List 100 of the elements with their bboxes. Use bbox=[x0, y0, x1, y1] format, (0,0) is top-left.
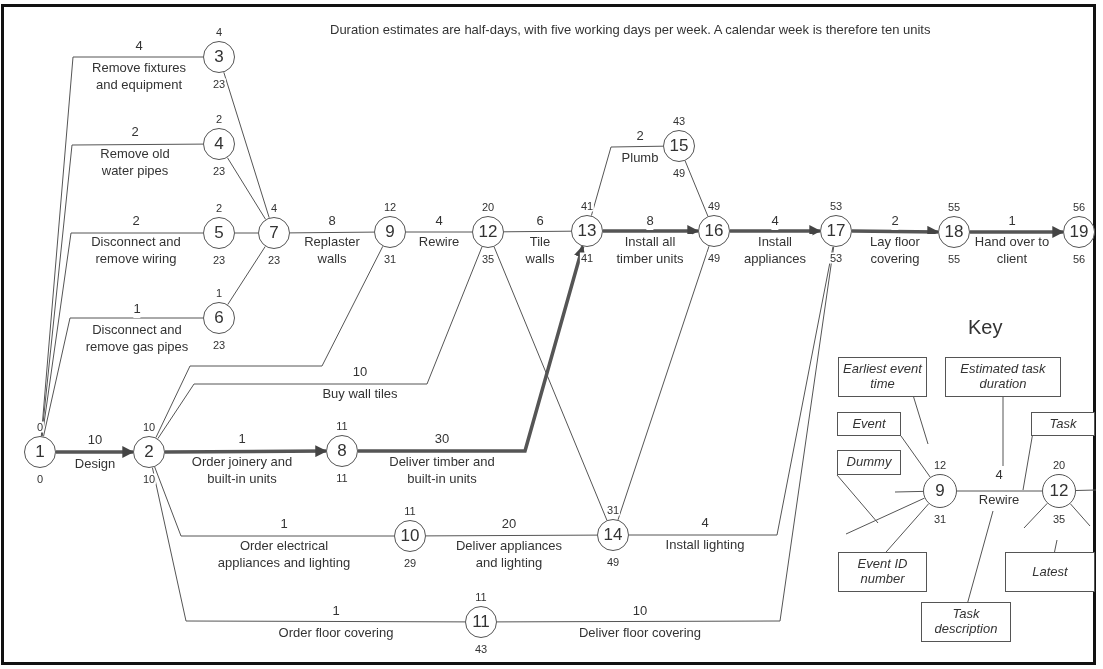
leader-line bbox=[913, 396, 929, 445]
arrow bbox=[730, 225, 822, 237]
latest-time: 23 bbox=[211, 254, 227, 266]
earliest-time: 12 bbox=[932, 459, 948, 471]
callout-box: Event bbox=[837, 412, 901, 436]
earliest-time: 53 bbox=[828, 200, 844, 212]
connector-line bbox=[154, 466, 395, 537]
latest-time: 35 bbox=[480, 253, 496, 265]
earliest-time: 56 bbox=[1071, 201, 1087, 213]
connector-line bbox=[234, 232, 259, 234]
latest-time: 49 bbox=[671, 167, 687, 179]
connector-line bbox=[617, 245, 710, 521]
callout-box: Latest bbox=[1005, 552, 1095, 592]
earliest-time: 2 bbox=[214, 202, 224, 214]
connector-line bbox=[590, 145, 664, 217]
latest-time: 55 bbox=[946, 253, 962, 265]
event-circle: 17 bbox=[820, 215, 852, 247]
latest-time: 23 bbox=[211, 165, 227, 177]
connector-line bbox=[425, 534, 598, 537]
earliest-time: 11 bbox=[403, 505, 417, 517]
task-duration: 1 bbox=[133, 301, 141, 318]
latest-time: 23 bbox=[266, 254, 282, 266]
connector-line bbox=[1023, 502, 1048, 529]
earliest-time: 4 bbox=[214, 26, 224, 38]
earliest-time: 31 bbox=[605, 504, 621, 516]
earliest-time: 11 bbox=[335, 420, 349, 432]
connector-line bbox=[405, 231, 473, 233]
latest-time: 23 bbox=[211, 339, 227, 351]
latest-time: 35 bbox=[1051, 513, 1067, 525]
latest-time: 31 bbox=[932, 513, 948, 525]
event-circle: 9 bbox=[374, 216, 406, 248]
earliest-time: 43 bbox=[671, 115, 687, 127]
connector-line bbox=[43, 317, 204, 437]
connector-line bbox=[155, 245, 384, 439]
latest-time: 10 bbox=[141, 473, 157, 485]
event-circle: 2 bbox=[133, 436, 165, 468]
connector-line bbox=[684, 160, 709, 217]
callout-box: Task description bbox=[921, 602, 1011, 642]
event-circle: 3 bbox=[203, 41, 235, 73]
task-label: Design bbox=[74, 456, 116, 473]
task-label: Deliver floor covering bbox=[578, 625, 702, 642]
connector-line bbox=[1069, 503, 1091, 527]
event-circle: 11 bbox=[465, 606, 497, 638]
task-duration: 4 bbox=[771, 213, 779, 230]
callout-box: Estimated task duration bbox=[945, 357, 1061, 397]
event-circle: 1 bbox=[24, 436, 56, 468]
event-circle: 5 bbox=[203, 217, 235, 249]
event-circle: 4 bbox=[203, 128, 235, 160]
connector-line bbox=[157, 246, 483, 440]
event-circle: 7 bbox=[258, 217, 290, 249]
connector-line bbox=[41, 232, 204, 437]
task-duration: 8 bbox=[646, 213, 654, 230]
earliest-time: 0 bbox=[35, 421, 45, 433]
event-circle: 14 bbox=[597, 519, 629, 551]
event-circle: 6 bbox=[203, 302, 235, 334]
earliest-time: 4 bbox=[269, 202, 279, 214]
leader-line bbox=[836, 474, 879, 524]
latest-time: 49 bbox=[605, 556, 621, 568]
task-duration: 2 bbox=[891, 213, 899, 230]
latest-time: 11 bbox=[335, 472, 349, 484]
leader-line bbox=[1022, 435, 1033, 491]
connector-line bbox=[493, 246, 608, 521]
task-label: Buy wall tiles bbox=[322, 386, 398, 403]
arrow bbox=[56, 446, 135, 458]
leader-line bbox=[900, 435, 931, 478]
earliest-time: 11 bbox=[474, 591, 488, 603]
leader-line bbox=[1054, 539, 1058, 553]
callout-box: Task bbox=[1031, 412, 1095, 436]
connector-line bbox=[845, 497, 925, 535]
event-circle: 12 bbox=[1042, 474, 1076, 508]
task-label: Order floor covering bbox=[278, 625, 394, 642]
arrow bbox=[603, 225, 700, 237]
task-label: Install lighting bbox=[665, 537, 745, 554]
earliest-time: 49 bbox=[706, 200, 722, 212]
earliest-time: 55 bbox=[946, 201, 962, 213]
earliest-time: 41 bbox=[579, 200, 595, 212]
latest-time: 31 bbox=[382, 253, 398, 265]
note-text: Duration estimates are half-days, with five working days per week. A calendar week is therefore ten units bbox=[330, 22, 931, 37]
earliest-time: 20 bbox=[1051, 459, 1067, 471]
earliest-time: 20 bbox=[480, 201, 496, 213]
leader-line bbox=[967, 510, 994, 603]
event-circle: 15 bbox=[663, 130, 695, 162]
event-circle: 18 bbox=[938, 216, 970, 248]
connector-line bbox=[496, 246, 835, 623]
event-circle: 9 bbox=[923, 474, 957, 508]
key-heading: Key bbox=[968, 316, 1003, 339]
callout-box: Dummy bbox=[837, 450, 901, 475]
event-circle: 12 bbox=[472, 216, 504, 248]
leader-line bbox=[885, 503, 930, 553]
connector-line bbox=[227, 245, 266, 306]
earliest-time: 12 bbox=[382, 201, 398, 213]
arrow bbox=[358, 245, 586, 453]
callout-box: Event ID number bbox=[838, 552, 927, 592]
connector-line bbox=[956, 490, 1043, 492]
connector-line bbox=[41, 143, 204, 437]
leader-line bbox=[1002, 396, 1004, 467]
latest-time: 41 bbox=[579, 252, 595, 264]
earliest-time: 2 bbox=[214, 113, 224, 125]
latest-time: 49 bbox=[706, 252, 722, 264]
connector-line bbox=[289, 231, 375, 234]
